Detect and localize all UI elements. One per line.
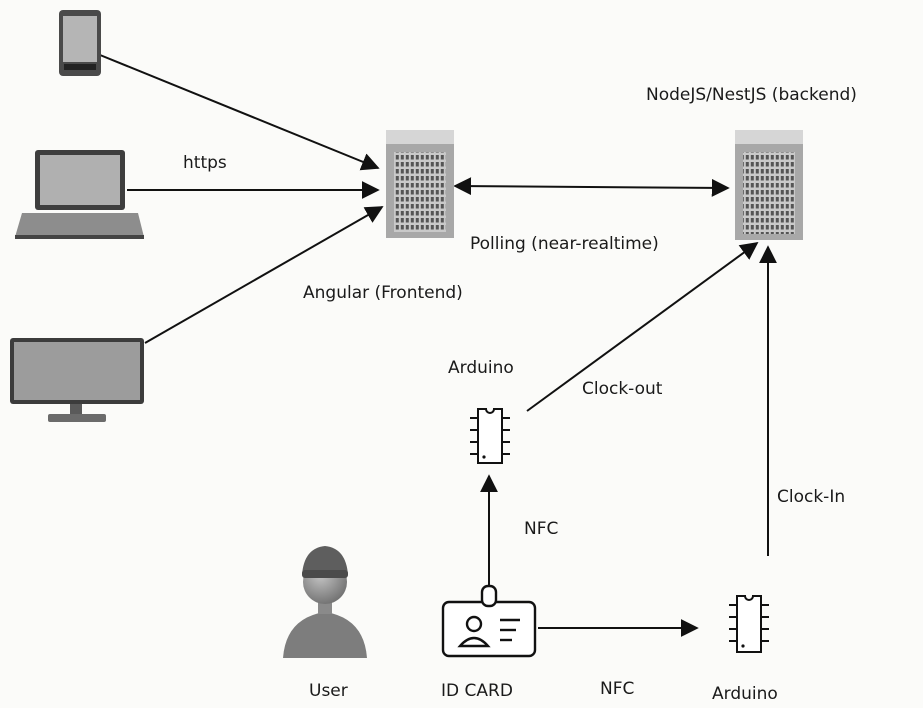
https-label: https: [183, 153, 227, 173]
frontend-label: Angular (Frontend): [303, 283, 463, 303]
polling-arrow: [453, 177, 730, 197]
user-icon: [283, 546, 367, 658]
clock-in-label: Clock-In: [777, 487, 846, 507]
backend-label: NodeJS/NestJS (backend): [646, 85, 857, 105]
nfc-vertical-label: NFC: [524, 519, 559, 539]
user-label: User: [309, 681, 348, 701]
arduino-top-label: Arduino: [448, 358, 514, 378]
arduino-chip-icon: [729, 595, 769, 653]
arduino-bottom-label: Arduino: [712, 684, 778, 704]
nfc-horizontal-label: NFC: [600, 679, 635, 699]
clock-out-label: Clock-out: [582, 379, 663, 399]
phone-to-frontend-arrow: [99, 54, 380, 171]
id-card-label: ID CARD: [441, 681, 513, 701]
desktop-to-frontend-arrow: [144, 206, 384, 344]
connection-arrows: [99, 54, 777, 637]
id-card-icon: [441, 584, 537, 658]
polling-label: Polling (near-realtime): [470, 234, 659, 254]
backend-server-icon: [735, 130, 803, 240]
phone-icon: [59, 10, 101, 76]
arduino-chip-icon: [470, 408, 510, 464]
laptop-icon: [15, 150, 144, 239]
clock-out-arrow: [526, 241, 759, 412]
desktop-icon: [10, 338, 144, 422]
frontend-server-icon: [386, 130, 454, 238]
